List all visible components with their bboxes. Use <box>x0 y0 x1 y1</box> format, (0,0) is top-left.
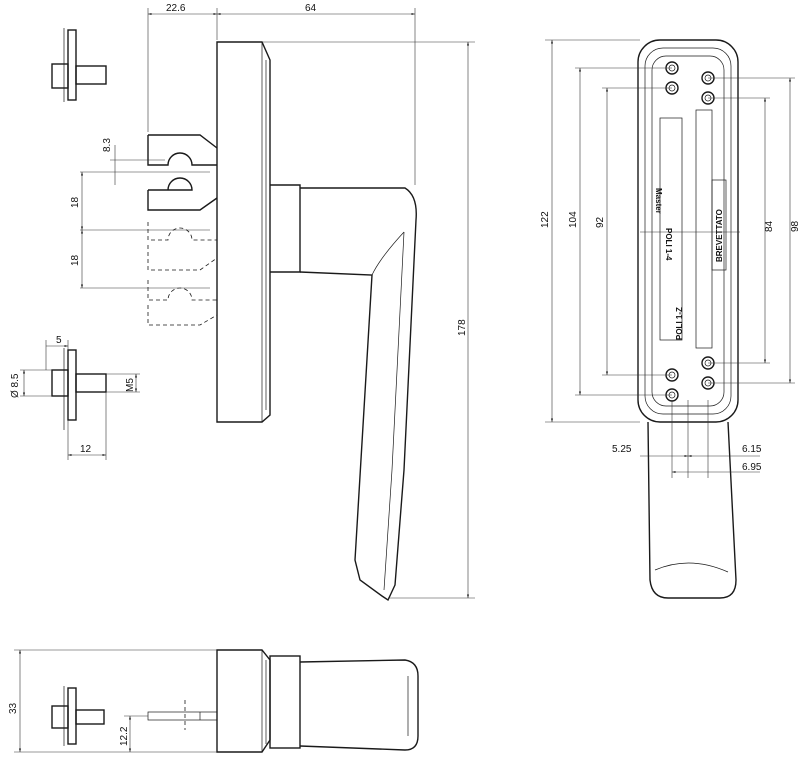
lever-arm <box>299 187 417 602</box>
dim-spindle-step: 5 <box>56 335 62 346</box>
spindle-middle: 5 Ø 8.5 M5 12 <box>10 335 140 460</box>
side-view <box>51 649 419 753</box>
dim-pitch-a: 18 <box>70 196 81 208</box>
dim-off-right2: 6.95 <box>742 462 762 473</box>
collar <box>270 184 301 273</box>
dim-side-height: 33 <box>8 702 19 714</box>
dim-off-left: 5.25 <box>612 444 632 455</box>
dim-hole-span-r1: 84 <box>764 220 775 232</box>
height-dimension: 178 <box>262 41 475 599</box>
dim-top-width: 64 <box>305 3 317 14</box>
dim-side-offset: 12.2 <box>119 726 130 746</box>
dim-spindle-dia: Ø 8.5 <box>10 373 21 398</box>
rear-handle <box>647 421 737 599</box>
dim-pitch-b: 18 <box>70 254 81 266</box>
dim-hole-span-inner: 92 <box>595 216 606 228</box>
front-view <box>80 41 417 602</box>
spindle-dimensions: 8.3 18 18 <box>70 138 165 288</box>
dim-plate-height: 122 <box>540 211 551 228</box>
stamp-model-flipped: POLI 1-Z <box>675 307 684 340</box>
dim-thread: M5 <box>125 378 136 392</box>
dim-overall-height: 178 <box>457 319 468 336</box>
rear-left-dimensions: 122 104 92 <box>540 39 672 423</box>
stamp-brand: Master <box>654 188 663 214</box>
rear-right-dimensions: 84 98 <box>708 77 800 384</box>
side-dimensions: 33 12.2 <box>8 649 217 753</box>
dim-spindle-len: 12 <box>80 444 92 455</box>
dim-hole-span-outer: 104 <box>568 211 579 228</box>
top-dimensions: 22.6 64 <box>147 3 416 185</box>
dim-slot-width: 8.3 <box>102 138 113 152</box>
spindle-top <box>51 28 107 102</box>
stamp-model: POLI 1-4 <box>664 228 673 261</box>
rear-view: Master POLI 1-4 POLI 1-Z BREVETTATO <box>637 39 740 599</box>
dim-hole-span-r2: 98 <box>790 220 800 232</box>
stamp-patent: BREVETTATO <box>715 209 724 262</box>
dim-off-right1: 6.15 <box>742 444 762 455</box>
rear-bottom-dimensions: 5.25 6.15 6.95 <box>612 400 762 478</box>
dim-top-offset: 22.6 <box>166 3 186 14</box>
